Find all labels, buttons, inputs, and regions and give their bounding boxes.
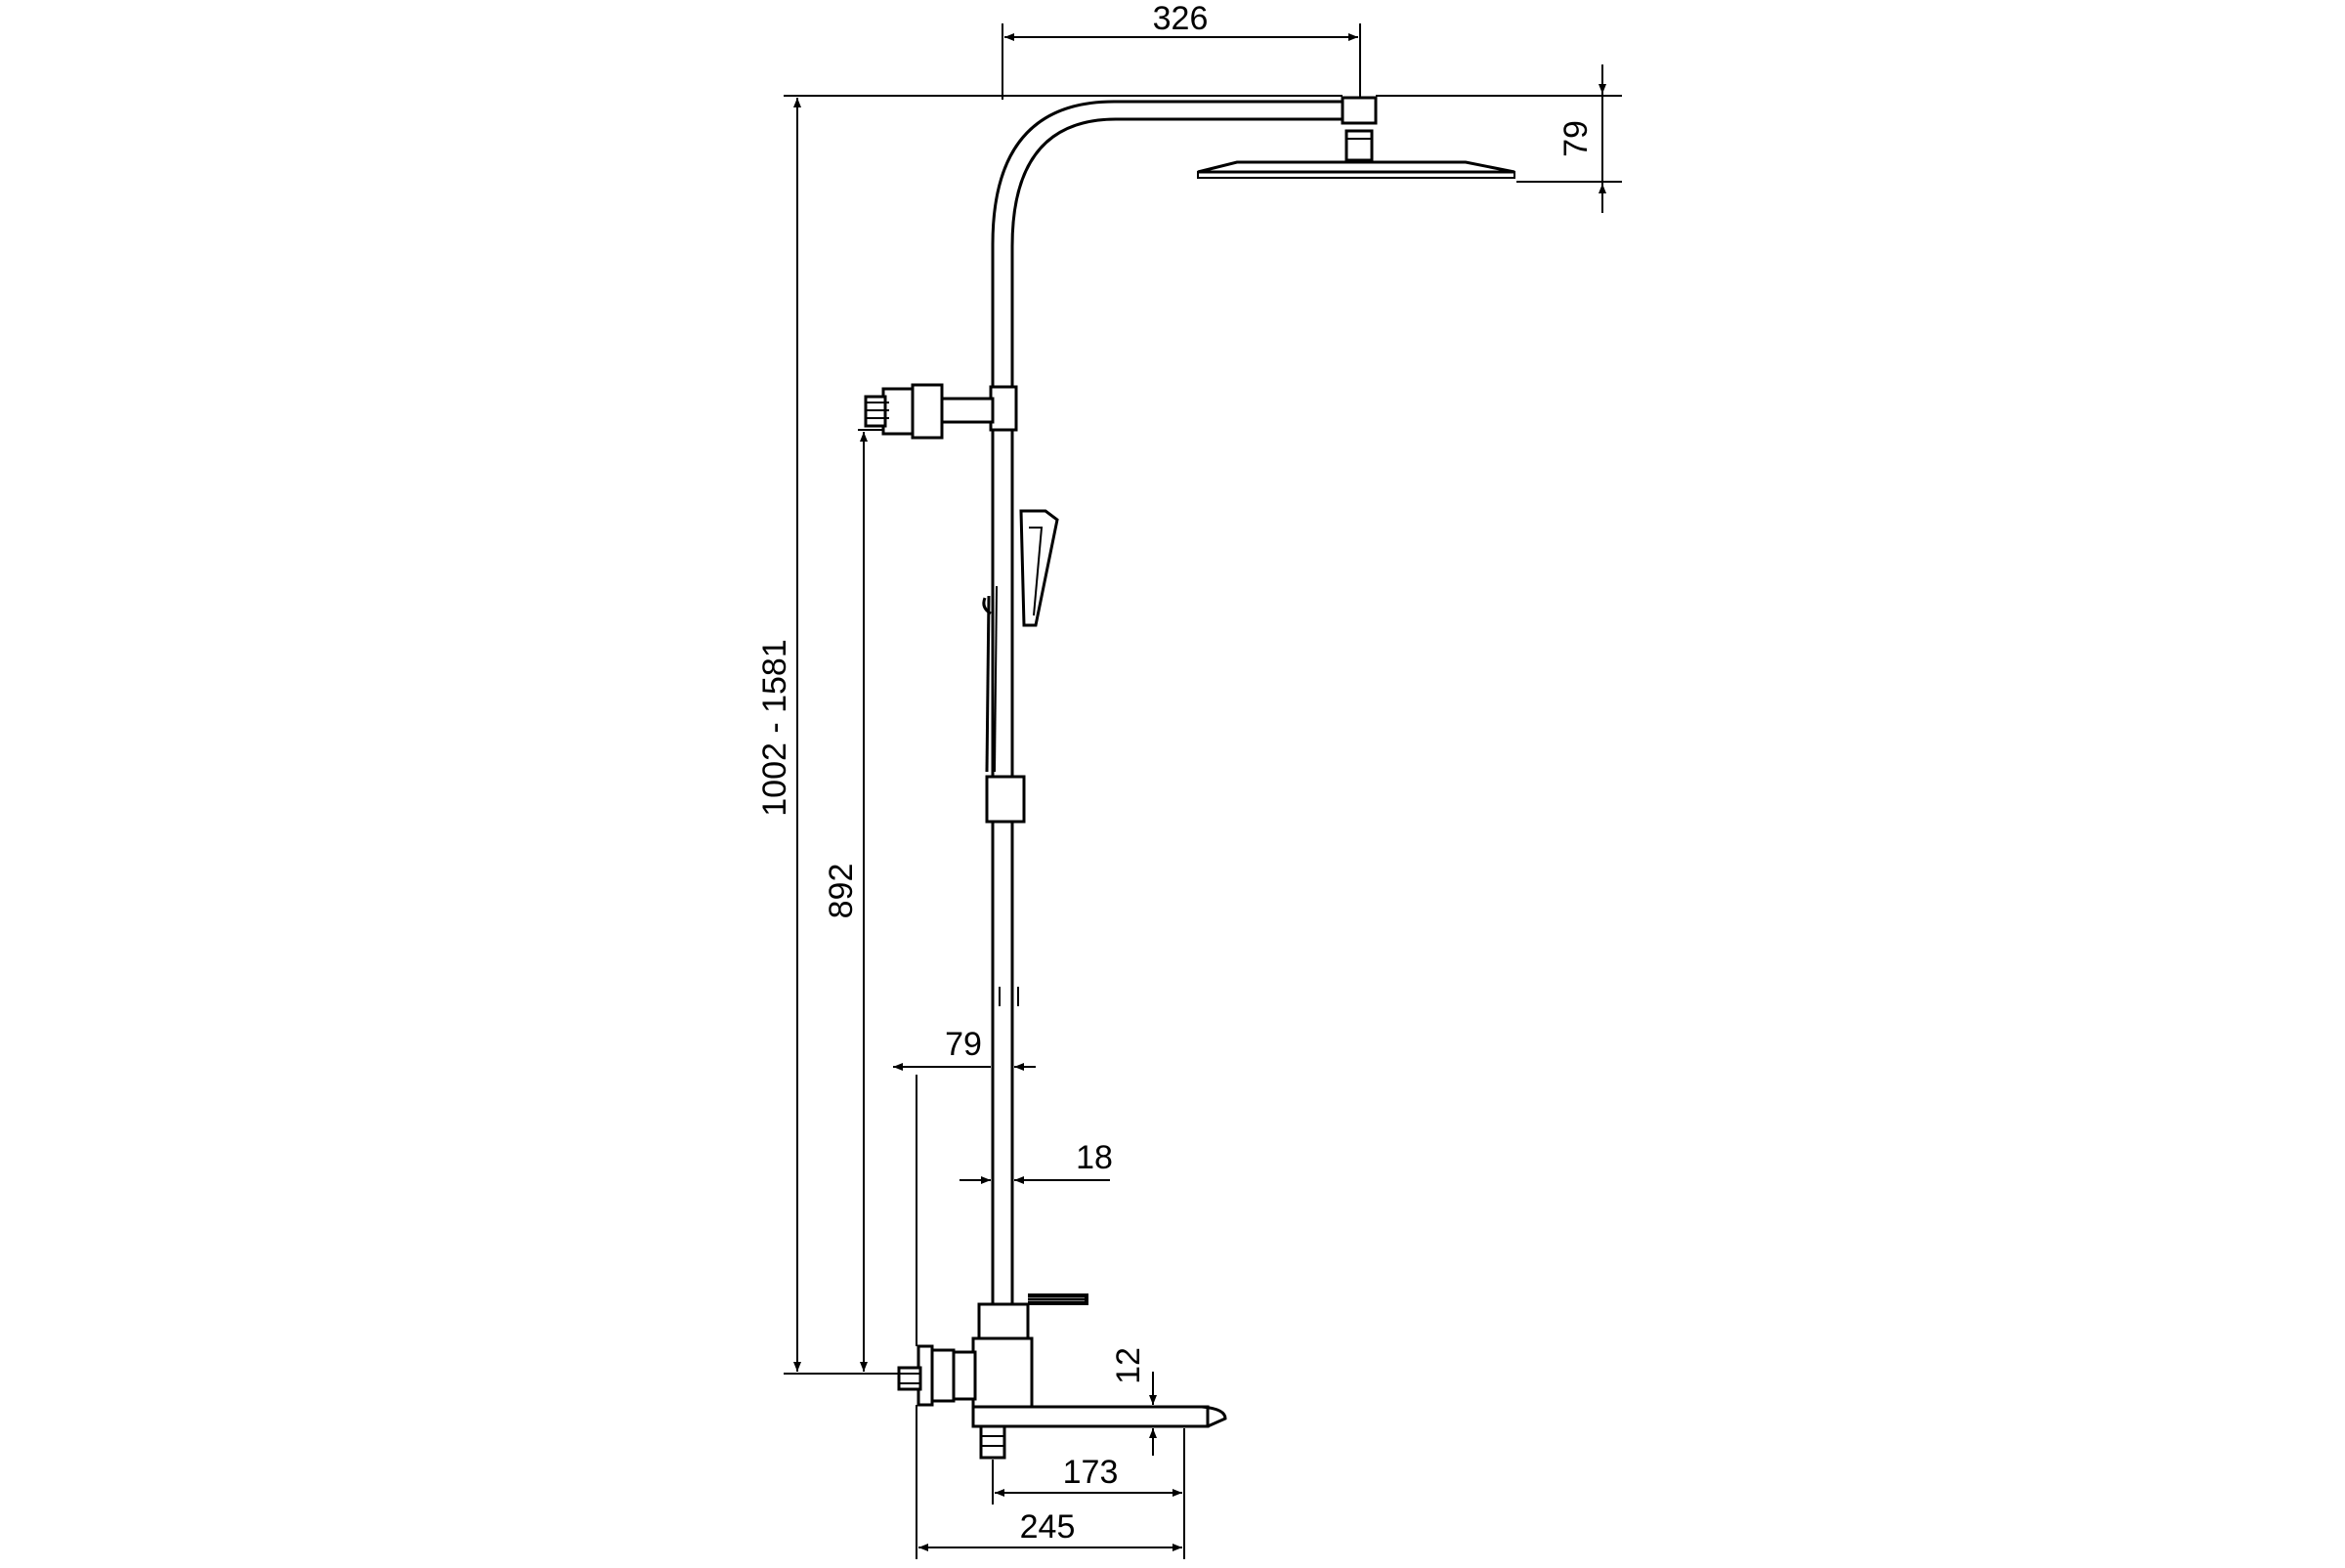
dim-label-spout-length: 173 — [1063, 1454, 1119, 1491]
mixer-valve — [897, 1293, 1088, 1409]
head-swivel — [1344, 129, 1374, 162]
dim-head-height: 79 — [1376, 64, 1622, 213]
dim-overhead-reach: 326 — [1002, 0, 1361, 100]
slider-holder — [985, 775, 1026, 824]
dim-label-total-height: 1002 - 1581 — [756, 639, 793, 817]
dim-wall-offset: 79 — [893, 1026, 1036, 1346]
dim-total-height: 1002 - 1581 — [756, 95, 1343, 1375]
dim-label-head-height: 79 — [1557, 120, 1595, 157]
dim-label-wall-offset: 79 — [945, 1026, 982, 1063]
dim-bar-diameter: 18 — [959, 1139, 1113, 1184]
bath-spout — [971, 1405, 1227, 1460]
hand-shower — [1019, 509, 1059, 627]
upper-wall-bracket — [864, 383, 1018, 440]
dim-label-bar-diameter: 18 — [1076, 1139, 1113, 1176]
dim-holder-height: 892 — [823, 429, 883, 1372]
shower-hose — [985, 595, 991, 773]
arm-end-connector — [1341, 96, 1378, 125]
dim-spout-gap: 12 — [1110, 1347, 1157, 1456]
dim-label-spout-gap: 12 — [1110, 1347, 1147, 1384]
overhead-arm-inner — [1010, 117, 1374, 396]
dim-label-total-depth: 245 — [1020, 1508, 1076, 1546]
dim-spout-length: 173 — [992, 1428, 1185, 1504]
vertical-bar — [991, 389, 1014, 1316]
rain-shower-head — [1197, 160, 1515, 179]
dim-total-depth: 245 — [916, 1405, 1185, 1559]
dim-label-overhead-reach: 326 — [1153, 0, 1209, 37]
dim-label-holder-height: 892 — [823, 864, 860, 919]
overhead-arm — [991, 100, 1374, 396]
shower-assembly — [864, 96, 1515, 1460]
